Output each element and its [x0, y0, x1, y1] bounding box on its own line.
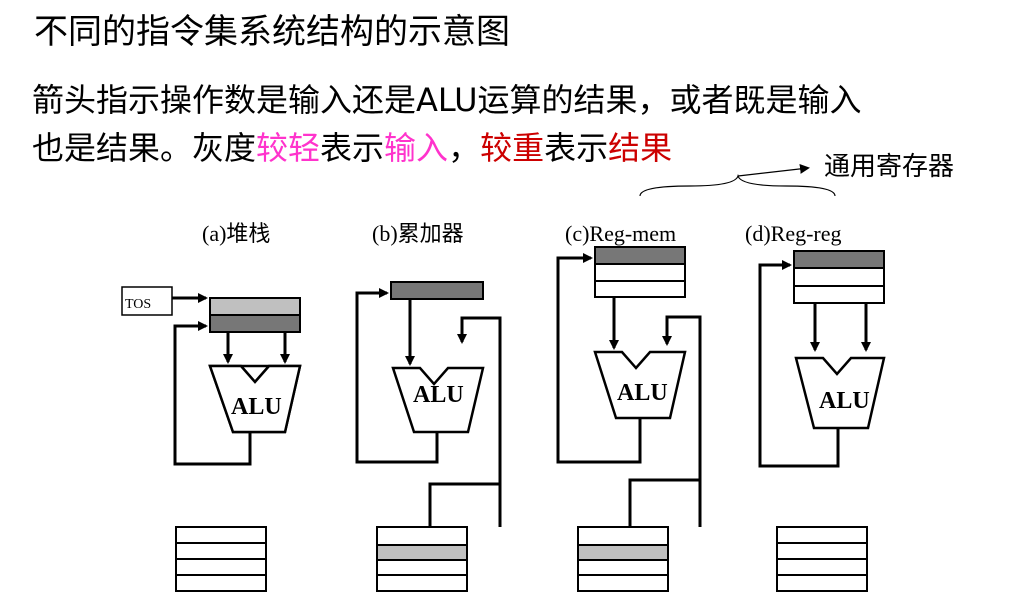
memory-d	[776, 526, 868, 592]
caption-stack: (a)堆栈	[202, 221, 271, 246]
memory-a	[175, 526, 267, 592]
desc-text: 表示	[544, 129, 609, 167]
alu-b	[391, 366, 485, 434]
accumulator-architecture: ALU	[355, 281, 502, 592]
alu-c	[593, 350, 687, 420]
lighter-shade-term: 较轻	[256, 129, 321, 167]
caption-accumulator: (b)累加器	[372, 221, 464, 246]
result-term: 结果	[608, 129, 673, 167]
alu-d	[794, 356, 886, 430]
desc-text: 也是结果。灰度	[32, 129, 257, 167]
alu-label: ALU	[231, 394, 282, 420]
alu-label: ALU	[617, 380, 668, 406]
input-term: 输入	[384, 129, 449, 167]
accumulator-register	[390, 281, 484, 300]
reg-reg-architecture: ALU	[758, 250, 886, 592]
memory-b	[376, 526, 468, 592]
description-line-2: 也是结果。灰度较轻表示输入，较重表示结果	[32, 124, 1032, 172]
caption-reg-mem: (c)Reg-mem	[565, 221, 677, 246]
description: 箭头指示操作数是输入还是ALU运算的结果，或者既是输入 也是结果。灰度较轻表示输…	[32, 76, 1032, 172]
heavier-shade-term: 较重	[480, 129, 545, 167]
register-file-c	[594, 246, 686, 298]
caption-reg-reg: (d)Reg-reg	[745, 221, 842, 246]
desc-text: ，	[448, 129, 481, 167]
register-file-d	[793, 250, 885, 304]
tos-box	[121, 286, 173, 316]
page-title: 不同的指令集系统结构的示意图	[34, 12, 510, 52]
memory-c	[577, 526, 669, 592]
description-line-1: 箭头指示操作数是输入还是ALU运算的结果，或者既是输入	[32, 81, 862, 119]
reg-mem-architecture: ALU	[556, 246, 702, 592]
desc-text: 表示	[320, 129, 385, 167]
gpr-brace	[639, 163, 836, 197]
stack-architecture: TOS ALU	[121, 286, 302, 592]
stack-second-register	[209, 314, 301, 333]
alu-label: ALU	[413, 382, 464, 408]
stack-top-register	[209, 297, 301, 316]
general-purpose-registers-label: 通用寄存器	[824, 152, 955, 182]
alu-label: ALU	[819, 388, 870, 414]
tos-label: TOS	[125, 297, 151, 312]
